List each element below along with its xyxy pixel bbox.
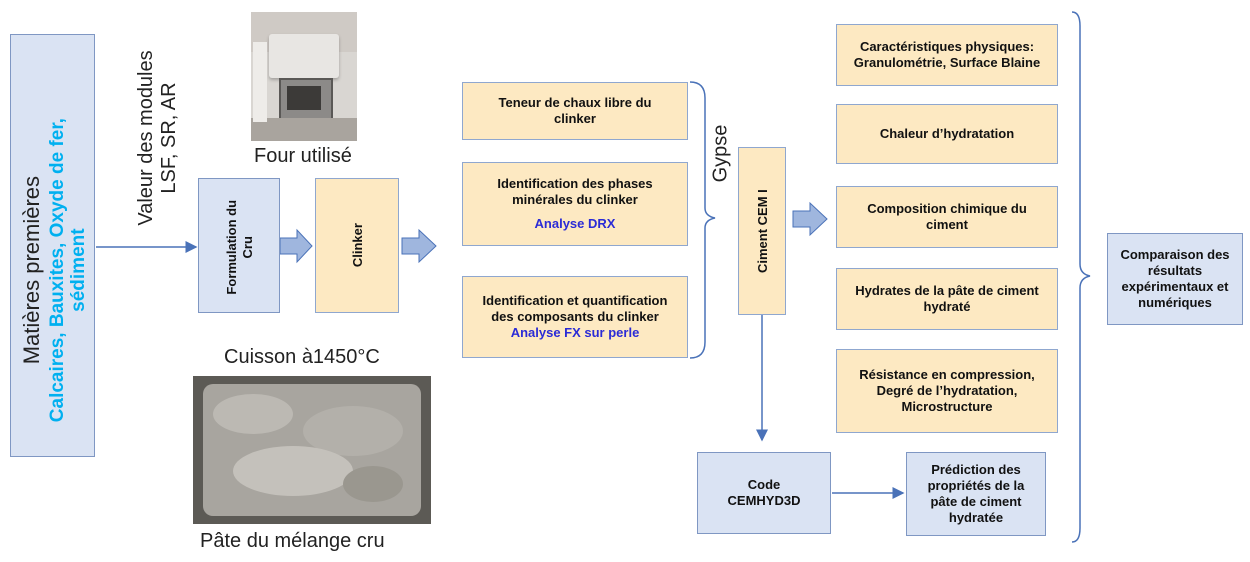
components-method: Analyse FX sur perle <box>510 325 640 341</box>
property-heat-text: Chaleur d’hydratation <box>879 125 1015 141</box>
gypse-label: Gypse <box>709 124 732 183</box>
mineral-phases-method: Analyse DRX <box>534 216 616 232</box>
raw-materials-title: Matières premières <box>18 175 44 365</box>
free-lime-text: Teneur de chaux libre du clinker <box>498 94 652 126</box>
property-box-chemical: Composition chimique du ciment <box>836 186 1058 248</box>
formulation-line1: Formulation du <box>223 199 239 295</box>
furnace-photo <box>251 12 357 141</box>
formulation-to-clinker-arrow <box>279 228 313 264</box>
comparison-text: Comparaison des résultats expérimentaux … <box>1120 246 1230 311</box>
mineral-phases-box: Identification des phases minérales du c… <box>462 162 688 246</box>
cement-label: Ciment CEM I <box>754 189 770 274</box>
code-line1: Code <box>747 476 781 492</box>
mineral-phases-title: Identification des phases minérales du c… <box>497 175 653 207</box>
code-line2: CEMHYD3D <box>727 493 801 508</box>
property-chemical-text: Composition chimique du ciment <box>867 200 1027 232</box>
modules-label: Valeur des modules LSF, SR, AR <box>135 18 181 258</box>
components-title: Identification et quantification des com… <box>482 292 668 324</box>
modules-title: Valeur des modules <box>135 50 157 226</box>
property-box-strength: Résistance en compression, Degré de l’hy… <box>836 349 1058 433</box>
property-hydrates-text: Hydrates de la pâte de ciment hydraté <box>855 282 1039 314</box>
gypse-bracket <box>689 81 716 359</box>
clinker-to-analysis-arrow <box>401 228 437 264</box>
property-box-physical: Caractéristiques physiques: Granulométri… <box>836 24 1058 86</box>
formulation-line2: Cru <box>240 236 255 259</box>
cement-to-properties-arrow <box>792 201 828 237</box>
raw-materials-list: Calcaires, Bauxites, Oxyde de fer, <box>46 118 68 423</box>
paste-caption: Pâte du mélange cru <box>200 530 385 552</box>
clinker-box: Clinker <box>315 178 399 313</box>
comparison-box: Comparaison des résultats expérimentaux … <box>1107 233 1243 325</box>
components-box: Identification et quantification des com… <box>462 276 688 358</box>
paste-photo <box>193 376 431 524</box>
firing-label: Cuisson à1450°C <box>224 346 380 368</box>
clinker-label: Clinker <box>349 223 365 268</box>
formulation-box: Formulation du Cru <box>198 178 280 313</box>
comparison-bracket <box>1071 11 1091 543</box>
property-physical-text: Caractéristiques physiques: Granulométri… <box>853 38 1041 70</box>
free-lime-box: Teneur de chaux libre du clinker <box>462 82 688 140</box>
furnace-caption: Four utilisé <box>254 145 352 167</box>
prediction-text: Prédiction des propriétés de la pâte de … <box>927 461 1025 526</box>
property-box-heat: Chaleur d’hydratation <box>836 104 1058 164</box>
property-strength-text: Résistance en compression, Degré de l’hy… <box>859 366 1035 415</box>
raw-materials-box: Matières premières Calcaires, Bauxites, … <box>10 34 95 457</box>
raw-materials-text: Matières premières Calcaires, Bauxites, … <box>18 65 90 475</box>
code-box: Code CEMHYD3D <box>697 452 831 534</box>
property-box-hydrates: Hydrates de la pâte de ciment hydraté <box>836 268 1058 330</box>
modules-values: LSF, SR, AR <box>158 82 180 194</box>
cement-box: Ciment CEM I <box>738 147 786 315</box>
raw-materials-list-cont: sédiment <box>68 228 90 312</box>
formulation-text: Formulation du Cru <box>224 182 257 312</box>
prediction-box: Prédiction des propriétés de la pâte de … <box>906 452 1046 536</box>
